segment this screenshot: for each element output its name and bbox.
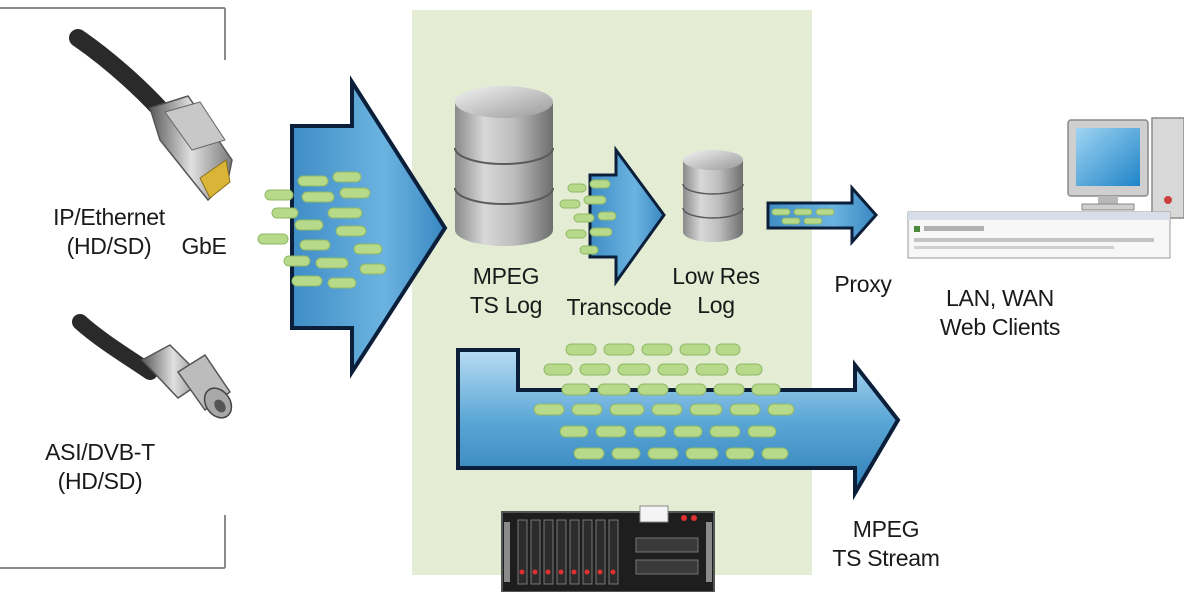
- desktop-computer-icon: [1067, 117, 1184, 219]
- asi-dvbt-label: ASI/DVB-T (HD/SD): [40, 438, 160, 496]
- mpeg-ts-log-database-icon: [454, 86, 554, 246]
- gbe-label: GbE: [176, 232, 232, 261]
- transcode-label: Transcode: [566, 293, 672, 322]
- ingest-arrow: [290, 75, 448, 379]
- proxy-label: Proxy: [828, 270, 898, 299]
- input-group-frame: [0, 7, 226, 569]
- web-clients-label: LAN, WAN Web Clients: [930, 284, 1070, 342]
- drive-bays: [517, 519, 619, 585]
- low-res-log-line2: Log: [697, 292, 735, 318]
- mpeg-ts-stream-label: MPEG TS Stream: [826, 515, 946, 573]
- proxy-text: Proxy: [834, 271, 892, 297]
- gbe-text: GbE: [181, 233, 227, 259]
- web-clients-line2: Web Clients: [939, 314, 1061, 340]
- web-client-window: [907, 211, 1171, 259]
- asi-dvbt-line2: (HD/SD): [57, 468, 143, 494]
- asi-dvbt-line1: ASI/DVB-T: [45, 439, 155, 465]
- transcode-text: Transcode: [566, 294, 672, 320]
- low-res-log-database-icon: [682, 150, 744, 242]
- ip-ethernet-line2: (HD/SD): [66, 233, 152, 259]
- mpeg-ts-log-line2: TS Log: [469, 292, 543, 318]
- mpeg-ts-stream-line1: MPEG: [852, 516, 920, 542]
- ethernet-cable-icon: [69, 29, 233, 202]
- low-res-log-label: Low Res Log: [670, 262, 762, 320]
- packet-stream: [257, 171, 835, 460]
- ts-stream-arrow: [456, 348, 901, 501]
- bnc-coax-cable-icon: [72, 314, 233, 419]
- web-clients-line1: LAN, WAN: [946, 285, 1054, 311]
- ip-ethernet-line1: IP/Ethernet: [53, 204, 165, 230]
- mpeg-ts-log-label: MPEG TS Log: [466, 262, 546, 320]
- mpeg-ts-stream-line2: TS Stream: [832, 545, 940, 571]
- ip-ethernet-label: IP/Ethernet (HD/SD): [44, 203, 174, 261]
- rack-server-icon: [501, 505, 715, 592]
- mpeg-ts-log-line1: MPEG: [472, 263, 540, 289]
- low-res-log-line1: Low Res: [672, 263, 760, 289]
